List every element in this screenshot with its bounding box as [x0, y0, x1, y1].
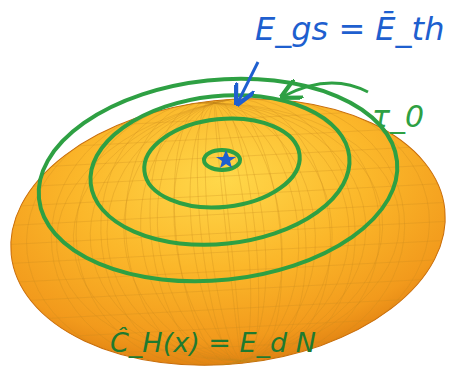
cost-label: Ĉ_H(x) = E_d N [110, 328, 316, 358]
energy-label: E_gs = Ē_th [255, 12, 444, 47]
ellipsoid [0, 78, 453, 386]
pointer-arrow [238, 62, 258, 102]
surface-mesh [0, 74, 453, 386]
flow-arrow [284, 83, 368, 96]
contour-lines [29, 62, 408, 299]
minimum-star [216, 150, 236, 168]
tau-label: τ_0 [372, 100, 424, 133]
